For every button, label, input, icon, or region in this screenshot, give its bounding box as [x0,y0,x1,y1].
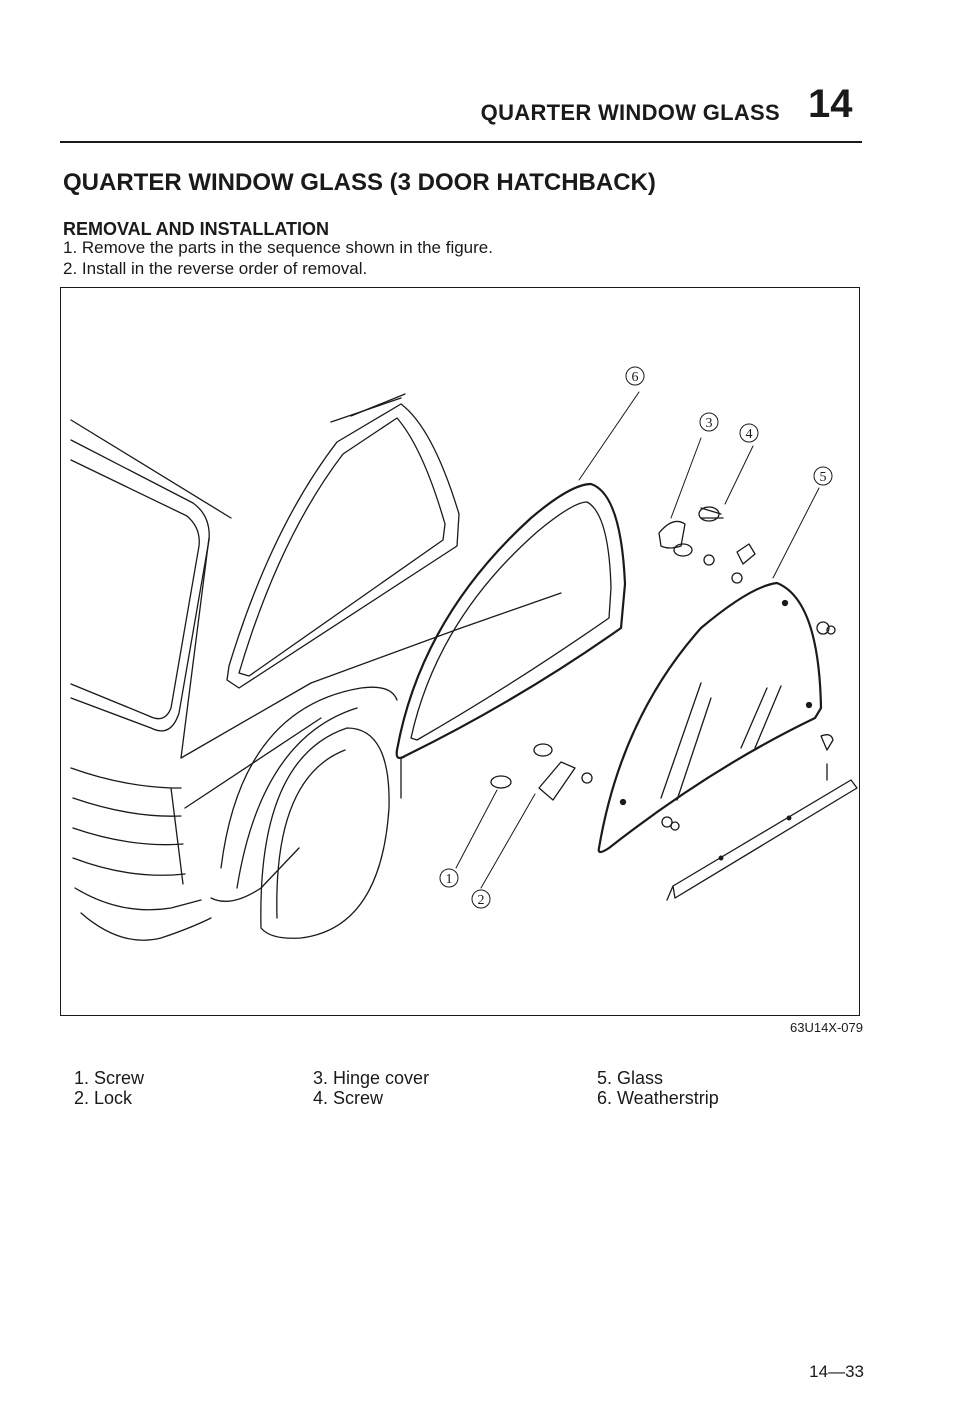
callout-1: 1 [439,868,459,888]
lock-hardware [490,743,593,801]
legend-item-6: 6. Weatherstrip [597,1088,719,1108]
car-body-lines [70,419,562,941]
svg-text:3: 3 [706,416,713,431]
svg-text:6: 6 [632,370,639,385]
legend-item-3: 3. Hinge cover [313,1068,430,1088]
legend-item-4: 4. Screw [313,1088,384,1108]
exploded-view-drawing: 6 3 4 5 1 2 [70,366,858,941]
callout-4: 4 [739,423,759,443]
quarter-glass [597,581,823,854]
instruction-step-2: 2. Install in the reverse order of remov… [63,259,368,278]
callout-numbers: 6 3 4 5 1 2 [439,366,833,909]
instruction-step-1: 1. Remove the parts in the sequence show… [63,238,493,257]
quarter-window-opening [226,393,460,689]
callout-5: 5 [813,466,833,486]
header-title: QUARTER WINDOW GLASS [480,100,780,125]
page-number: 14—33 [809,1362,864,1381]
svg-text:2: 2 [478,893,485,908]
subsection-heading: REMOVAL AND INSTALLATION [63,219,329,239]
lower-molding [666,779,858,901]
svg-text:1: 1 [446,872,453,887]
car-rear-window [70,439,210,732]
legend-item-2: 2. Lock [74,1088,133,1108]
figure-code: 63U14X-079 [790,1020,863,1035]
legend-item-5: 5. Glass [597,1068,664,1088]
svg-text:5: 5 [820,470,827,485]
leader-lines [455,391,820,889]
rear-wheel [220,686,398,939]
header-rule [60,141,862,143]
section-title: QUARTER WINDOW GLASS (3 DOOR HATCHBACK) [63,169,656,196]
svg-text:4: 4 [746,427,753,442]
weatherstrip [395,482,627,799]
callout-3: 3 [699,412,719,432]
callout-2: 2 [471,889,491,909]
hinge-hardware [658,506,836,831]
chapter-number: 14 [808,82,853,126]
exploded-view-figure: 6 3 4 5 1 2 [60,287,860,1016]
callout-6: 6 [625,366,645,386]
legend-item-1: 1. Screw [74,1068,145,1088]
